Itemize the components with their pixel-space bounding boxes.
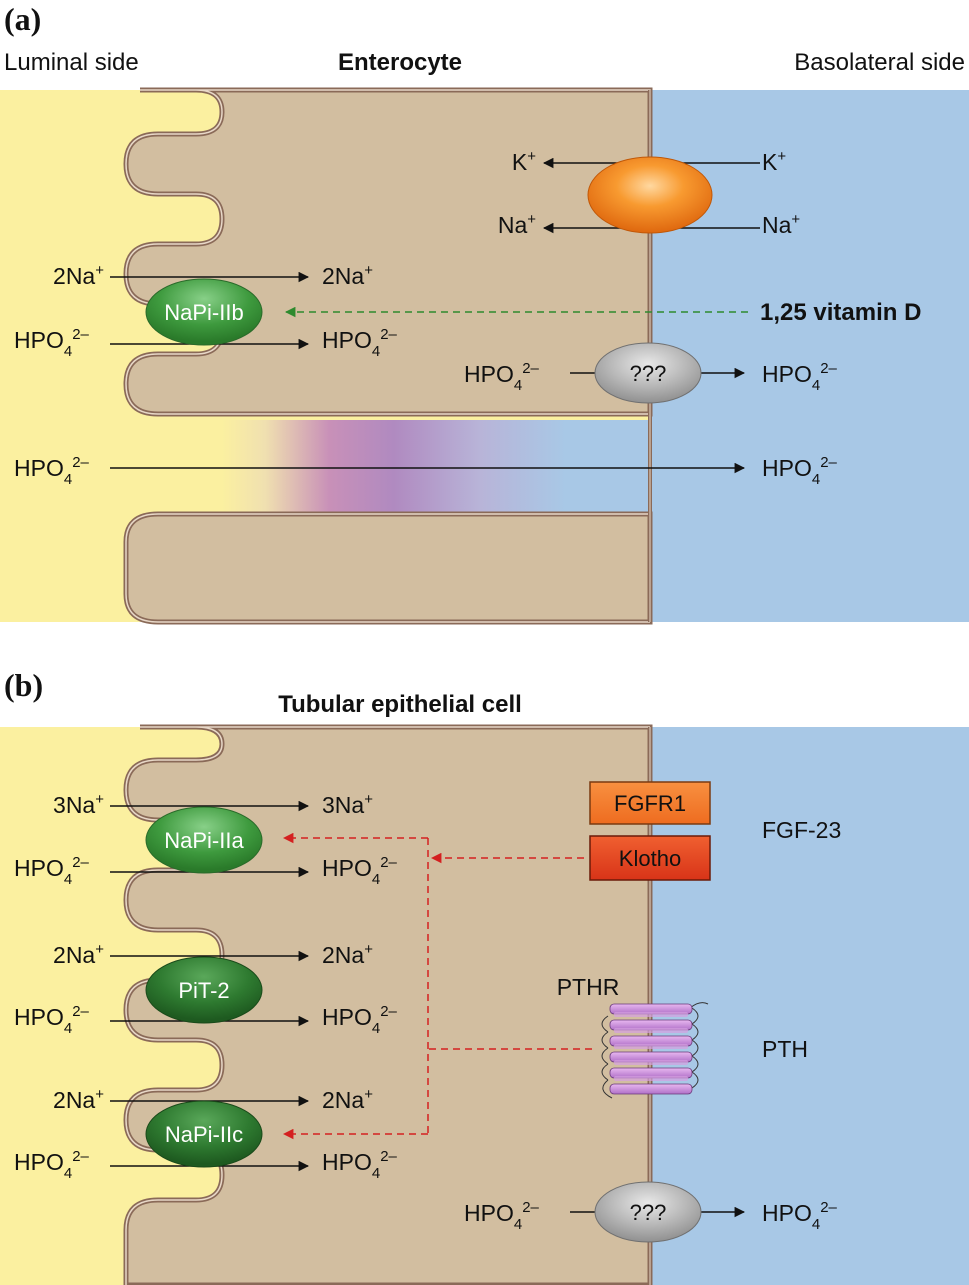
hpo4-cell-a1: HPO42– — [322, 326, 398, 360]
basolateral-side-label: Basolateral side — [794, 49, 965, 76]
fgfr1-box — [589, 781, 711, 825]
luminal-side-label: Luminal side — [4, 49, 139, 76]
na-ion-outside: Na+ — [762, 211, 800, 238]
hpo4-lumen-a1: HPO42– — [14, 326, 90, 360]
hpo4-cell-b2: HPO42– — [322, 1003, 398, 1037]
panel-b: (b) Tubular epithelial cell NaPi-IIa 3Na… — [0, 667, 969, 1285]
fgf23-label: FGF-23 — [762, 817, 841, 843]
enterocyte-label: Enterocyte — [338, 49, 462, 76]
enterocyte-lower — [123, 511, 653, 625]
panel-b-letter: (b) — [4, 667, 43, 703]
panel-a: (a) Luminal side Enterocyte Basolateral … — [0, 1, 969, 625]
fgf23-pth-regulation-arrows — [282, 832, 592, 1140]
hpo4-lumen-b2: HPO42– — [14, 1003, 90, 1037]
hpo4-lumen-b1: HPO42– — [14, 854, 90, 888]
3na-lumen: 3Na+ — [53, 791, 104, 818]
pit2-transporter — [145, 956, 263, 1024]
hpo4-cell-b1: HPO42– — [322, 854, 398, 888]
enterocyte-upper — [123, 87, 653, 417]
napi-iib-transporter — [145, 278, 263, 346]
2na-cell-b2: 2Na+ — [322, 1086, 373, 1113]
k-ion-inside: K+ — [512, 148, 536, 175]
hpo4-cell-a2: HPO42– — [464, 360, 540, 394]
hpo4-blood-b1: HPO42– — [762, 1199, 838, 1233]
klotho-label: Klotho — [619, 846, 681, 871]
panel-a-letter: (a) — [4, 1, 41, 37]
paracellular-junction — [222, 420, 652, 520]
napi-iib-label: NaPi-IIb — [164, 300, 243, 325]
hpo4-lumen-a2: HPO42– — [14, 454, 90, 488]
blood-area-a — [650, 90, 969, 622]
2na-cell-a: 2Na+ — [322, 262, 373, 289]
hpo4-blood-a2: HPO42– — [762, 454, 838, 488]
na-k-pump — [587, 156, 713, 234]
unknown-exporter-b — [594, 1181, 702, 1243]
klotho-box — [589, 835, 711, 881]
k-ion-outside: K+ — [762, 148, 786, 175]
2na-lumen-a: 2Na+ — [53, 262, 104, 289]
pthr-label: PTHR — [557, 974, 620, 1000]
napi-iia-label: NaPi-IIa — [164, 828, 244, 853]
hpo4-cell-b3: HPO42– — [322, 1148, 398, 1182]
unknown-exporter-a-label: ??? — [630, 361, 667, 386]
na-ion-inside: Na+ — [498, 211, 536, 238]
tubular-cell-label: Tubular epithelial cell — [278, 691, 522, 718]
2na-cell-b1: 2Na+ — [322, 941, 373, 968]
hpo4-blood-a1: HPO42– — [762, 360, 838, 394]
pthr-receptor-icon — [601, 1002, 709, 1099]
unknown-exporter-a — [594, 342, 702, 404]
hpo4-cell-b4: HPO42– — [464, 1199, 540, 1233]
unknown-exporter-b-label: ??? — [630, 1200, 667, 1225]
fgfr1-label: FGFR1 — [614, 791, 686, 816]
2na-lumen-b1: 2Na+ — [53, 941, 104, 968]
napi-iia-transporter — [145, 806, 263, 874]
napi-iic-transporter — [145, 1100, 263, 1168]
hpo4-lumen-b3: HPO42– — [14, 1148, 90, 1182]
pit2-label: PiT-2 — [178, 978, 229, 1003]
pth-label: PTH — [762, 1036, 808, 1062]
2na-lumen-b2: 2Na+ — [53, 1086, 104, 1113]
3na-cell: 3Na+ — [322, 791, 373, 818]
napi-iic-label: NaPi-IIc — [165, 1122, 243, 1147]
vitamin-d-label: 1,25 vitamin D — [760, 299, 921, 326]
